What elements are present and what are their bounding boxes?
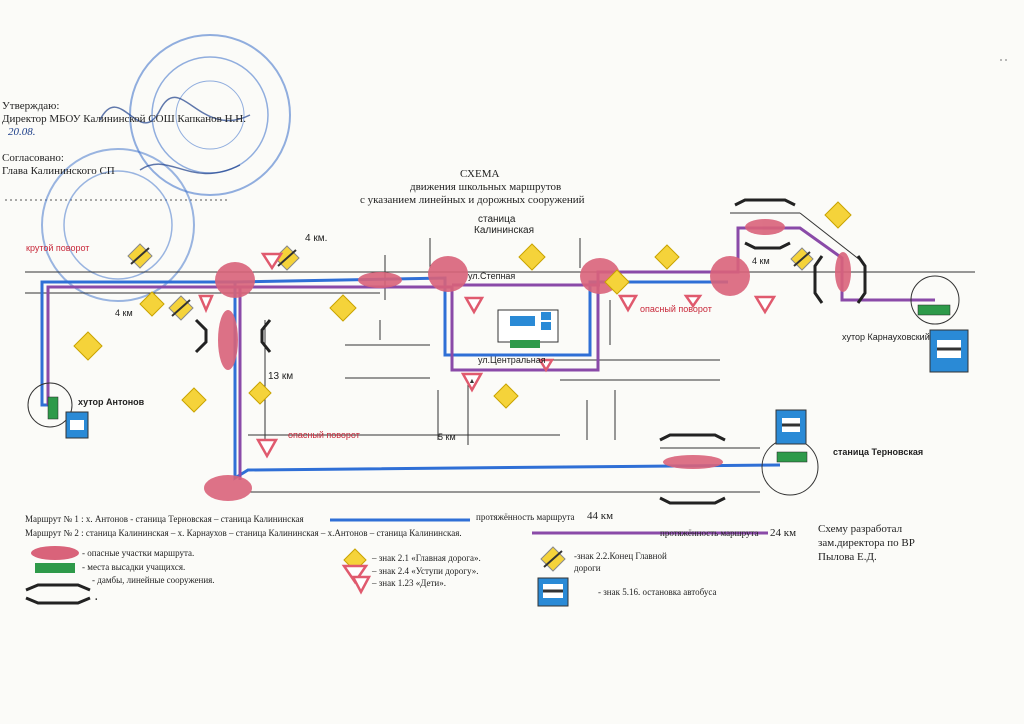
- legend-dot: .: [95, 592, 98, 603]
- title-line2: движения школьных маршрутов: [410, 181, 562, 193]
- dangerous-turn-label-1: опасный поворот: [640, 304, 712, 314]
- legend-sign-yield: – знак 2.4 «Уступи дорогу».: [372, 566, 479, 576]
- station-ternovskaya-label: станица Терновская: [833, 447, 924, 457]
- km13-label: 13 км: [268, 371, 294, 382]
- route1-length-label: протяжённость маршрута: [476, 512, 575, 522]
- legend-dangerous: - опасные участки маршрута.: [82, 548, 195, 558]
- dropoff-markers: [47, 304, 951, 463]
- legend-sign-end-main-2: дороги: [574, 563, 601, 573]
- legend-sign-children: – знак 1.23 «Дети».: [372, 578, 446, 588]
- route2-length-label: протяжённость маршрута: [660, 528, 759, 538]
- km4-left-label: 4 км: [115, 308, 133, 318]
- dangerous-turn-label-2: опасный поворот: [288, 430, 360, 440]
- legend-graphics: [25, 518, 768, 607]
- legend-dropoff: - места высадки учащихся.: [82, 562, 186, 572]
- legend-sign-bus: - знак 5.16. остановка автобуса: [598, 587, 717, 597]
- director-line: Директор МБОУ Калининской СОШ Капканов Н…: [2, 113, 247, 125]
- legend-dams: - дамбы, линейные сооружения.: [92, 575, 215, 585]
- author-line1: Схему разработал: [818, 523, 903, 535]
- admin-stamp: [41, 148, 195, 302]
- km5-label: 5 км: [438, 432, 456, 442]
- handwritten-date: 20.08.: [8, 126, 36, 138]
- title-line1: СХЕМА: [460, 168, 500, 180]
- route2-description: Маршрут № 2 : станица Калининская – х. К…: [25, 528, 462, 538]
- route2-length: 24 км: [770, 527, 797, 539]
- legend-sign-end-main-1: -знак 2.2.Конец Главной: [574, 551, 667, 561]
- km4-right-label: 4 км: [752, 256, 770, 266]
- author-line3: Пылова Е.Д.: [818, 551, 877, 563]
- legend-sign-main: – знак 2.1 «Главная дорога».: [372, 553, 481, 563]
- khutor-antonov-label: хутор Антонов: [78, 397, 145, 407]
- terminal-circles: [27, 275, 960, 496]
- school-building: [497, 309, 559, 348]
- svg-text:▲: ▲: [469, 377, 476, 385]
- km4-top-label: 4 км.: [305, 233, 328, 244]
- station-kalininskaya-label-2: Калининская: [474, 225, 535, 236]
- signature: [99, 96, 251, 175]
- main-road-signs: [73, 201, 852, 413]
- streets: [25, 212, 975, 493]
- children-sign: ▲: [460, 372, 484, 393]
- khutor-karnaukhov-label: хутор Карнауховский: [842, 332, 930, 342]
- yield-signs: [198, 252, 777, 459]
- end-main-road-signs: [127, 243, 814, 321]
- station-kalininskaya-label: станица: [478, 214, 516, 225]
- head-line: Глава Калининского СП: [2, 165, 115, 177]
- route1-length: 44 км: [587, 510, 614, 522]
- bus-stop-signs: [65, 329, 969, 445]
- route1-description: Маршрут № 1 : х. Антонов - станица Терно…: [25, 514, 304, 524]
- approve-label: Утверждаю:: [2, 100, 60, 112]
- author-line2: зам.директора по ВР: [818, 537, 915, 549]
- dam-structures: [194, 198, 867, 505]
- steep-turn-label: крутой поворот: [26, 243, 90, 253]
- street-stepnaya-label: ул.Степная: [468, 271, 516, 281]
- street-central-label: ул.Центральная: [478, 355, 546, 365]
- agreed-label: Согласовано:: [2, 152, 64, 164]
- title-line3: с указанием линейных и дорожных сооружен…: [360, 194, 585, 206]
